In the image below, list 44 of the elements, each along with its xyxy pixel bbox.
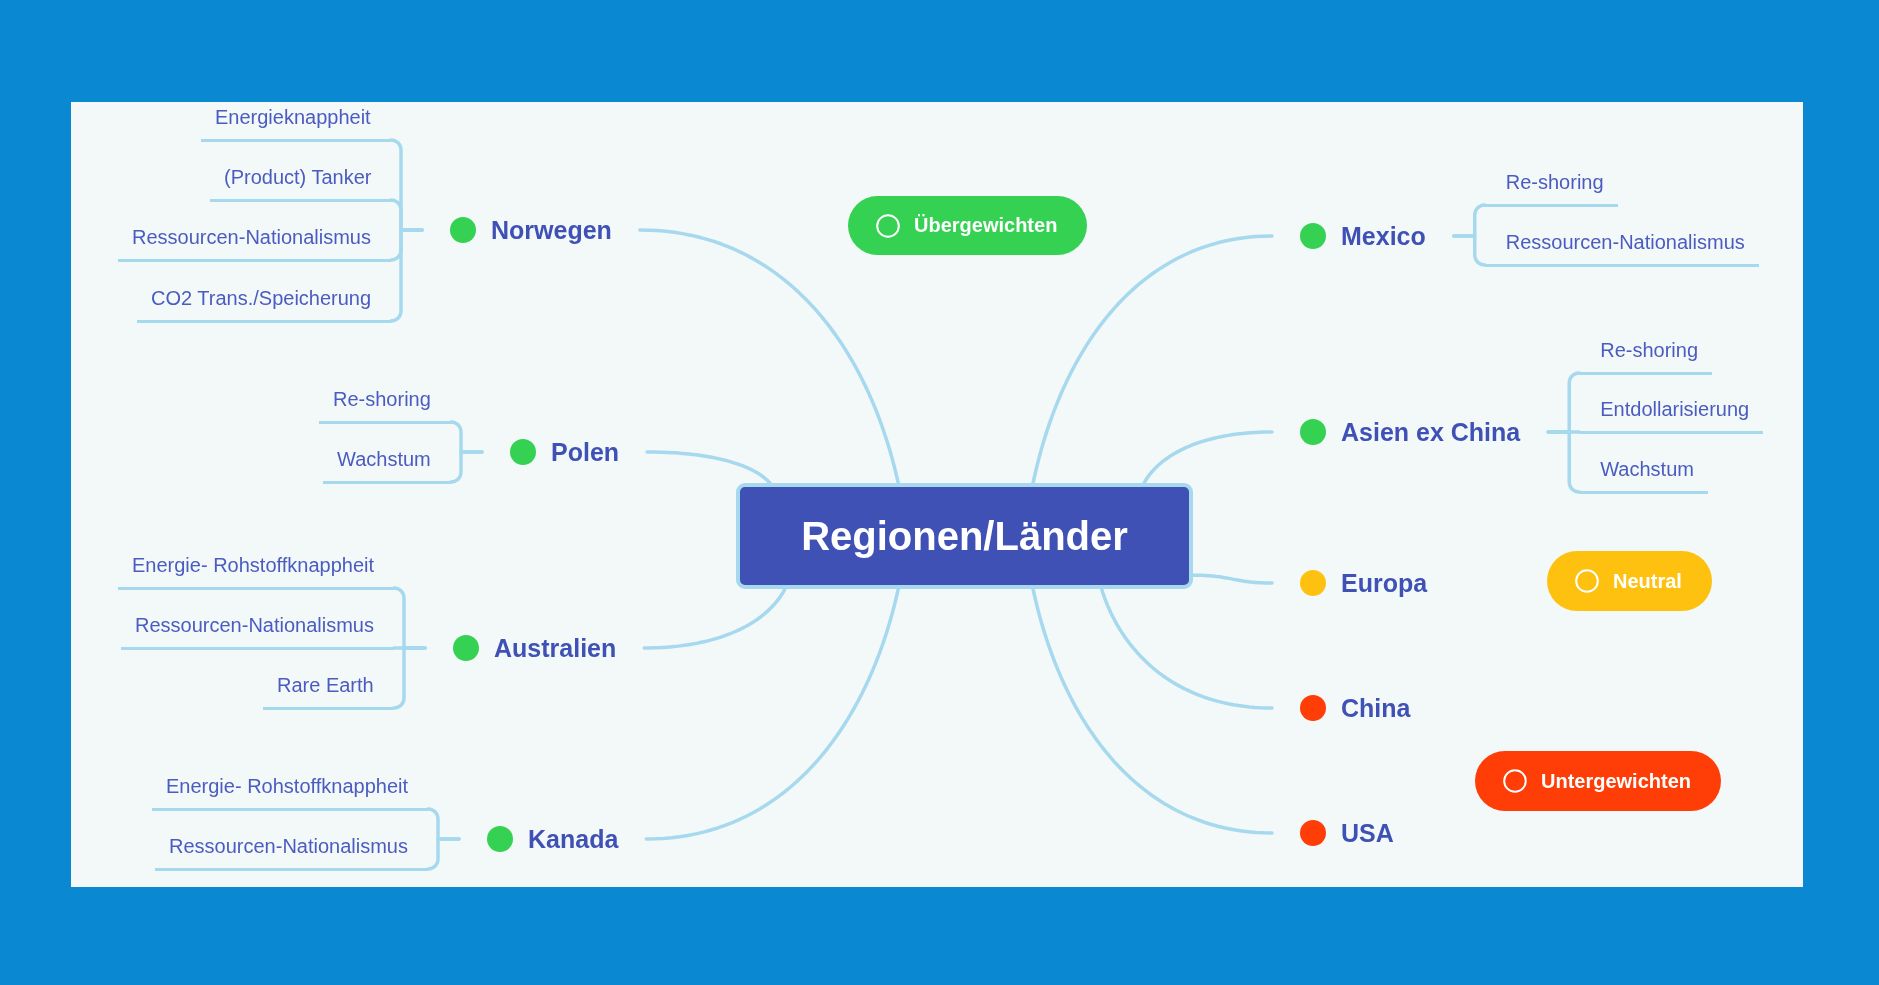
- subtopic-label: (Product) Tanker: [210, 164, 392, 202]
- subtopic-label: Wachstum: [1579, 456, 1708, 494]
- country-label: Mexico: [1341, 221, 1426, 251]
- country-label: Europa: [1341, 568, 1428, 598]
- legend-label: Übergewichten: [914, 214, 1058, 237]
- bracket-line: [391, 646, 427, 710]
- bracket-line: [1546, 430, 1581, 494]
- country-label: Norwegen: [491, 215, 612, 245]
- subtopic-label: Energie- Rohstoffknappheit: [118, 552, 394, 590]
- bracket-line: [449, 450, 484, 484]
- subtopic-label: Entdollarisierung: [1579, 396, 1764, 434]
- subtopic-label: Ressourcen-Nationalismus: [155, 833, 428, 871]
- subtopic-label: Re-shoring: [1579, 337, 1713, 375]
- branch-line: [644, 587, 900, 841]
- country-label: Australien: [494, 633, 617, 663]
- branch-line: [638, 228, 900, 485]
- subtopic-label: Energie- Rohstoffknappheit: [152, 773, 428, 811]
- bracket-line: [426, 837, 461, 871]
- branch-line: [642, 587, 787, 650]
- country-label: Polen: [551, 437, 620, 467]
- branch-line: [1031, 587, 1274, 835]
- branch-line: [1099, 587, 1274, 710]
- subtopic-label: Ressourcen-Nationalismus: [1484, 229, 1759, 267]
- branch-line: [1031, 234, 1274, 485]
- subtopic-label: Ressourcen-Nationalismus: [118, 224, 391, 262]
- subtopic-label: Rare Earth: [263, 672, 394, 710]
- legend-label: Untergewichten: [1541, 769, 1692, 793]
- country-label: Asien ex China: [1341, 417, 1521, 447]
- subtopic-label: Ressourcen-Nationalismus: [121, 612, 394, 650]
- bracket-line: [1452, 234, 1487, 267]
- subtopic-label: Re-shoring: [1484, 169, 1618, 207]
- branch-line: [1191, 573, 1274, 585]
- bracket-line: [389, 228, 424, 323]
- country-label: USA: [1341, 818, 1394, 848]
- legend-label: Neutral: [1613, 569, 1682, 593]
- subtopic-label: Wachstum: [323, 446, 451, 484]
- branch-line: [645, 450, 772, 485]
- subtopic-label: Energieknappheit: [201, 104, 391, 142]
- country-label: Kanada: [528, 824, 619, 854]
- subtopic-label: Re-shoring: [319, 386, 451, 424]
- central-topic: Regionen/Länder: [736, 483, 1193, 589]
- subtopic-label: CO2 Trans./Speicherung: [137, 285, 392, 323]
- branch-line: [1142, 430, 1274, 485]
- country-label: China: [1341, 693, 1411, 723]
